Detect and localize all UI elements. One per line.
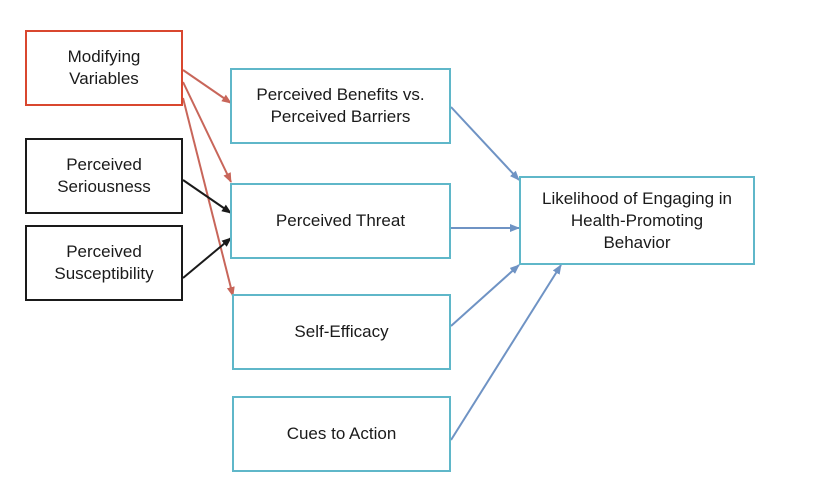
likelihood-of-engaging-box: Likelihood of Engaging in Health-Promoti… [519, 176, 755, 265]
arrow-cues-to-likelihood [450, 264, 562, 441]
perceived-seriousness-box: Perceived Seriousness [25, 138, 183, 214]
arrow-self-efficacy-to-likelihood [450, 264, 520, 327]
arrow-seriousness-to-threat [182, 179, 232, 214]
self-efficacy-box: Self-Efficacy [232, 294, 451, 370]
perceived-susceptibility-box: Perceived Susceptibility [25, 225, 183, 301]
arrow-modifying-to-threat [182, 81, 232, 183]
cues-to-action-box: Cues to Action [232, 396, 451, 472]
perceived-benefits-barriers-box: Perceived Benefits vs. Perceived Barrier… [230, 68, 451, 144]
arrow-susceptibility-to-threat [182, 237, 232, 279]
perceived-threat-box: Perceived Threat [230, 183, 451, 259]
arrow-modifying-to-benefits [182, 69, 232, 104]
modifying-variables-box: Modifying Variables [25, 30, 183, 106]
arrow-benefits-to-likelihood [450, 106, 520, 181]
